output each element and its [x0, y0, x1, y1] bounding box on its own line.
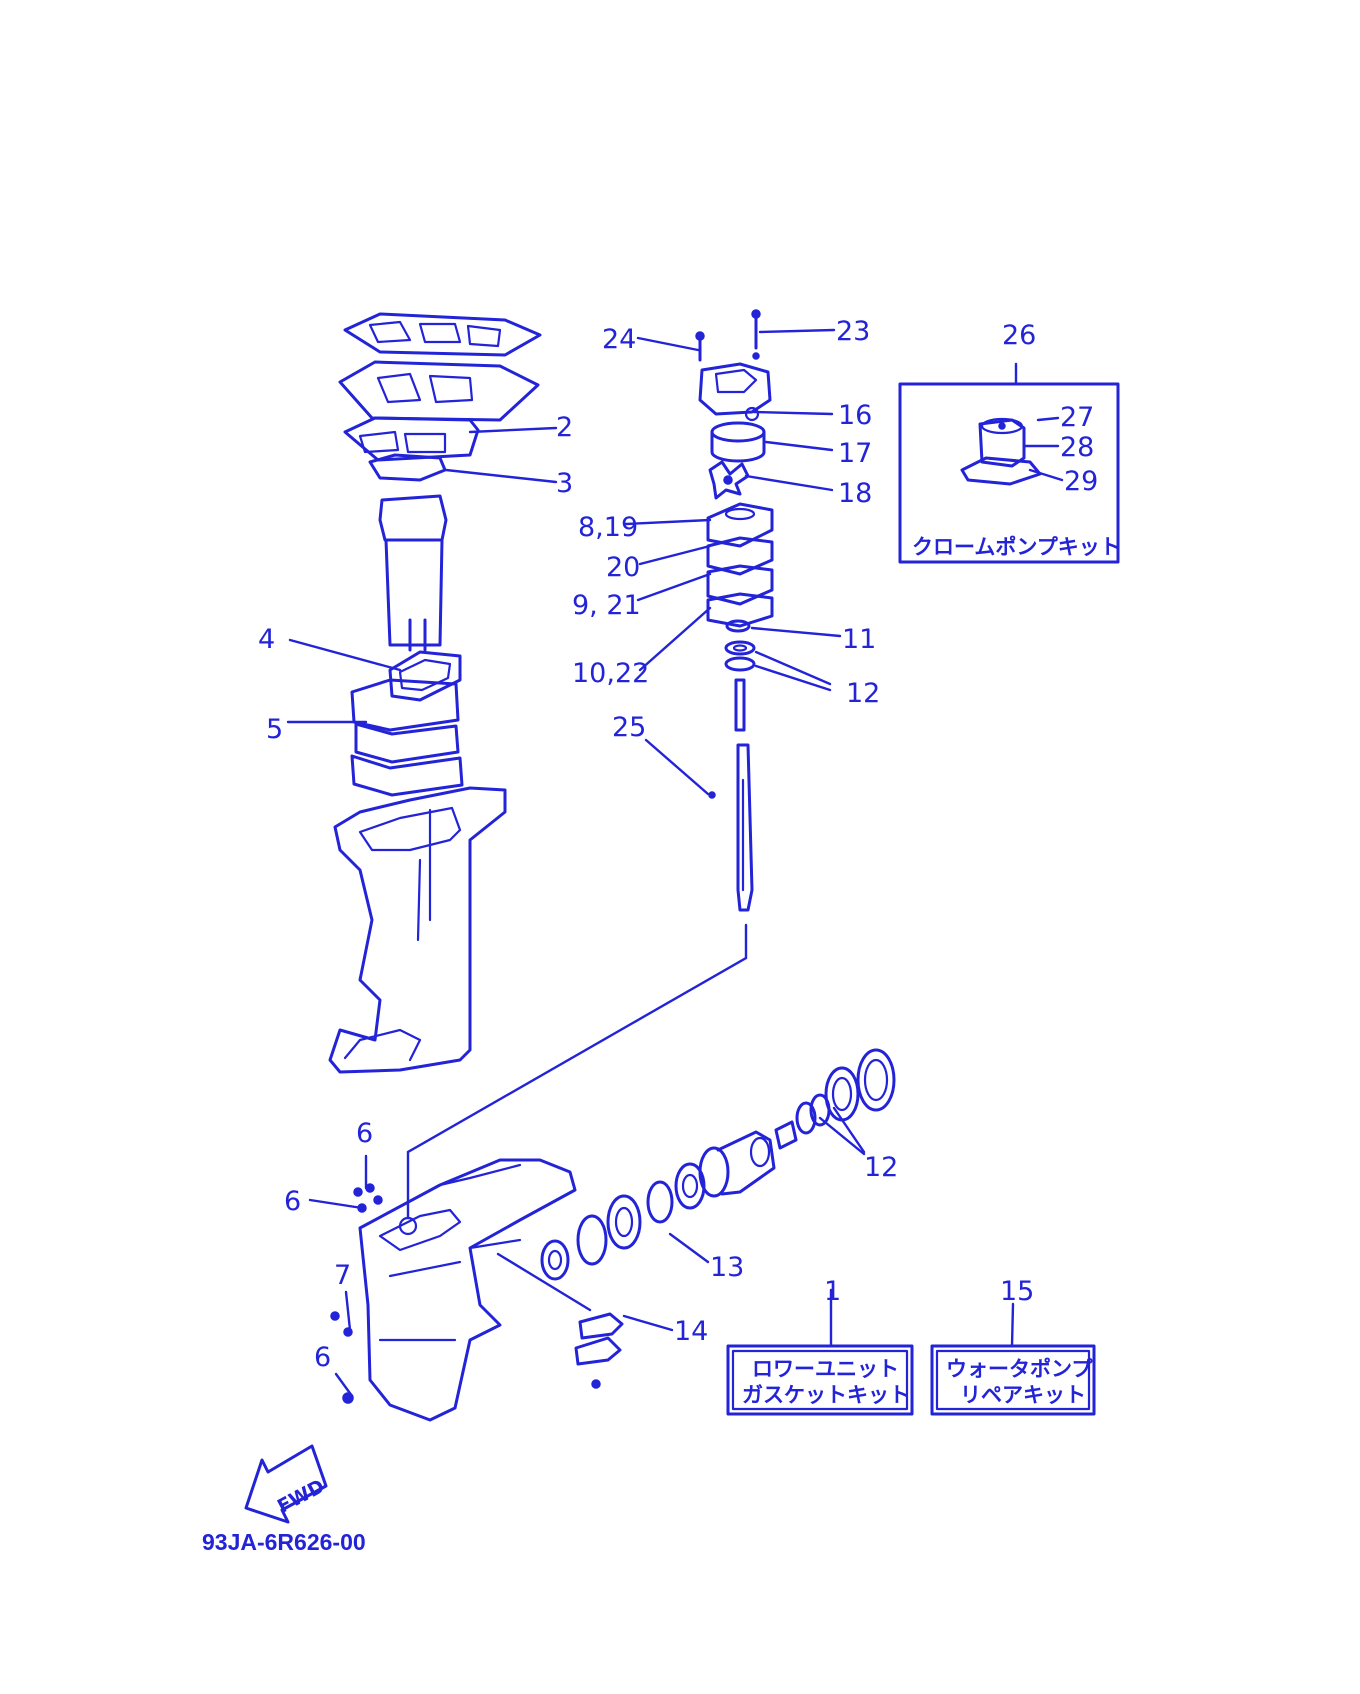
bearing-part-13-left [540, 1239, 570, 1281]
water-pump-repair-kit-line2: リペアキット [960, 1383, 1086, 1407]
callout-6-bottom: 6 [314, 1342, 331, 1373]
upper-mount-plate [338, 360, 540, 422]
callout-17: 17 [838, 438, 872, 469]
oring-part-13-b [646, 1180, 674, 1224]
seal-part-4 [388, 650, 462, 702]
chrome-pump-kit-label: クロームポンプキット [912, 535, 1121, 559]
gear-case [358, 1158, 577, 1422]
callout-12-upper: 12 [846, 678, 880, 709]
callout-5: 5 [266, 714, 283, 745]
oring-part-13 [576, 1214, 608, 1266]
lower-unit-gasket-kit-box: ロワーユニット ガスケットキット [726, 1344, 914, 1416]
ring-nut [856, 1048, 896, 1112]
callout-8-19: 8,19 [578, 512, 638, 543]
callout-3: 3 [556, 468, 573, 499]
sleeve [774, 1120, 798, 1150]
callout-18: 18 [838, 478, 872, 509]
oring-part-11 [725, 619, 751, 633]
shaft-assembly-line [406, 923, 748, 1220]
fwd-label: FWD [274, 1475, 328, 1518]
callout-24: 24 [602, 324, 636, 355]
callout-27: 27 [1060, 402, 1094, 433]
callout-16: 16 [838, 400, 872, 431]
exhaust-guide-tube [378, 494, 448, 652]
driveshaft-housing [328, 786, 507, 1074]
water-pump-repair-kit-box: ウォータポンプ リペアキット [930, 1344, 1096, 1416]
callout-15: 15 [1000, 1276, 1034, 1307]
callout-2: 2 [556, 412, 573, 443]
water-pump-repair-kit-line1: ウォータポンプ [946, 1357, 1093, 1381]
callout-12-lower: 12 [864, 1152, 898, 1183]
callout-29: 29 [1064, 466, 1098, 497]
upper-gasket-plate [343, 312, 542, 357]
drawing-code: 93JA-6R626-00 [202, 1529, 366, 1555]
callout-26: 26 [1002, 320, 1036, 351]
callout-4: 4 [258, 624, 275, 655]
bolt-part-23 [751, 309, 761, 360]
bearing-part-12-lower [795, 1093, 831, 1135]
callout-1: 1 [824, 1276, 841, 1307]
insert-cartridge-part-17 [710, 421, 766, 463]
callout-6-top: 6 [356, 1118, 373, 1149]
callout-13: 13 [710, 1252, 744, 1283]
drain-bracket-part-14 [496, 1252, 624, 1389]
seal-part-13 [606, 1194, 642, 1250]
callout-28: 28 [1060, 432, 1094, 463]
callout-14: 14 [674, 1316, 708, 1347]
callout-6-left: 6 [284, 1186, 301, 1217]
bearing-part-12-upper [724, 640, 756, 672]
callout-7: 7 [334, 1260, 351, 1291]
callout-20: 20 [606, 552, 640, 583]
callout-23: 23 [836, 316, 870, 347]
callout-numbers: 2 3 4 5 24 23 16 17 18 8,19 20 9, 21 10,… [258, 316, 1098, 1373]
pump-housing [698, 362, 772, 422]
bearing-housing [698, 1130, 776, 1198]
bolt-part-24 [695, 331, 705, 362]
chrome-pump-kit-text: クロームポンプキット [912, 535, 1121, 559]
callout-25: 25 [612, 712, 646, 743]
pump-plates-stack [706, 502, 774, 628]
callout-10-22: 10,22 [572, 658, 649, 689]
fwd-arrow-icon: FWD [244, 1444, 328, 1524]
chrome-pump-kit-box [898, 362, 1120, 564]
drive-shaft [708, 678, 754, 912]
callout-11: 11 [842, 624, 876, 655]
leader-lines [286, 328, 1064, 1398]
screws-part-6 [330, 1183, 383, 1404]
lower-unit-gasket-kit-line1: ロワーユニット [752, 1357, 899, 1381]
gasket-part-2 [343, 416, 480, 462]
lower-unit-gasket-kit-line2: ガスケットキット [742, 1383, 910, 1407]
impeller-part-18 [708, 460, 750, 500]
retainer-ring [824, 1066, 860, 1122]
callout-9-21: 9, 21 [572, 590, 641, 621]
